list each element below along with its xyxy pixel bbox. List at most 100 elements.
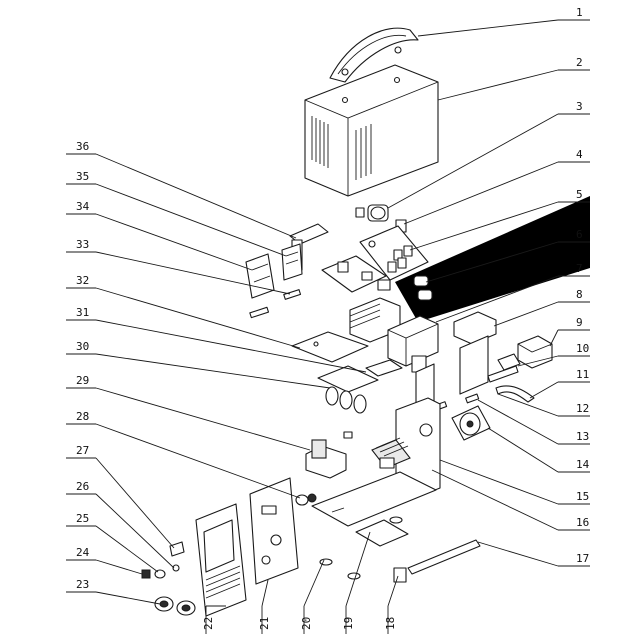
callout-13: 13 (477, 399, 590, 445)
callout-number: 33 (76, 238, 89, 251)
callout-leader (95, 493, 175, 569)
callout-number: 36 (76, 140, 89, 153)
callout-7: 7 (435, 262, 590, 323)
callout-30: 30 (66, 340, 331, 389)
part-18-connector (393, 567, 407, 583)
callout-leader (95, 525, 159, 573)
callout-number: 29 (76, 374, 89, 387)
part-5-pcb (359, 225, 429, 281)
callout-leader (95, 423, 301, 499)
part-3-component (355, 204, 389, 222)
callout-33: 33 (66, 238, 291, 295)
callout-1: 1 (417, 6, 590, 37)
callout-17: 17 (477, 541, 590, 567)
callout-20: 20 (300, 559, 325, 634)
callout-6: 6 (425, 228, 590, 283)
part-29-inductor (305, 431, 353, 479)
callout-number: 3 (576, 100, 583, 113)
part-11-cable (495, 385, 535, 403)
callout-14: 14 (487, 427, 590, 473)
callout-leader (95, 153, 297, 239)
part-14-fan (451, 405, 491, 441)
part-27-label (169, 541, 185, 557)
callout-number: 6 (576, 228, 583, 241)
black-banner (395, 196, 590, 322)
part-35-bracket (281, 243, 303, 281)
callout-15: 15 (439, 459, 590, 505)
callout-number: 21 (258, 617, 271, 630)
part-22-front-bezel (195, 503, 247, 617)
callout-leader (435, 275, 559, 323)
callout-number: 35 (76, 170, 89, 183)
part-9-block (517, 335, 553, 369)
callout-leader (95, 287, 301, 349)
callout-leader (493, 301, 559, 327)
callout-number: 8 (576, 288, 583, 301)
callout-leader (439, 459, 559, 505)
callout-28: 28 (66, 410, 301, 499)
part-6-clips (413, 275, 433, 301)
callout-11: 11 (529, 368, 590, 399)
callout-leader (477, 541, 559, 567)
callout-layer: 1234567891011121314151617181920212223242… (66, 6, 590, 634)
callout-number: 22 (202, 617, 215, 630)
callout-leader (345, 531, 371, 607)
callout-number: 7 (576, 262, 583, 275)
callout-number: 27 (76, 444, 89, 457)
part-16-rear-panel (395, 397, 441, 501)
callout-leader (409, 201, 559, 251)
callout-number: 15 (576, 490, 589, 503)
callout-22: 22 (202, 605, 226, 634)
callout-23: 23 (66, 578, 161, 605)
callout-leader (487, 427, 559, 473)
part-19-base (311, 471, 437, 547)
callout-leader (387, 575, 399, 607)
callout-number: 23 (76, 578, 89, 591)
callout-16: 16 (431, 469, 590, 531)
part-26-knob (172, 564, 180, 572)
callout-number: 10 (576, 342, 589, 355)
callout-number: 13 (576, 430, 589, 443)
callout-32: 32 (66, 274, 301, 349)
callout-5: 5 (409, 188, 590, 251)
callout-leader (261, 579, 269, 607)
callout-number: 4 (576, 148, 583, 161)
part-21-front-plate (249, 477, 299, 585)
callout-leader (95, 591, 161, 605)
callout-leader (431, 469, 559, 531)
callout-leader (517, 355, 559, 367)
callout-36: 36 (66, 140, 297, 239)
callout-number: 25 (76, 512, 89, 525)
callout-leader (95, 559, 143, 575)
part-30-capacitor-board (317, 365, 379, 414)
callout-25: 25 (66, 512, 159, 573)
callout-leader (95, 251, 291, 295)
callout-leader (95, 457, 175, 549)
callout-leader (549, 329, 559, 347)
callout-number: 34 (76, 200, 90, 213)
callout-leader (387, 113, 559, 209)
callout-leader (437, 69, 559, 101)
callout-leader (529, 381, 559, 399)
callout-26: 26 (66, 480, 175, 569)
part-control-board (321, 255, 391, 293)
callout-18: 18 (384, 575, 399, 634)
callout-number: 30 (76, 340, 89, 353)
callout-number: 14 (576, 458, 590, 471)
callout-number: 16 (576, 516, 589, 529)
callout-leader (425, 241, 559, 283)
callout-number: 2 (576, 56, 583, 69)
callout-number: 32 (76, 274, 89, 287)
callout-number: 11 (576, 368, 589, 381)
callout-number: 5 (576, 188, 583, 201)
callout-4: 4 (403, 148, 590, 225)
callout-number: 24 (76, 546, 90, 559)
callout-leader (95, 353, 331, 389)
callout-2: 2 (437, 56, 590, 101)
part-heatsink-block (387, 315, 439, 367)
part-20-feet (319, 516, 403, 580)
part-10-plate (487, 353, 521, 383)
callout-19: 19 (342, 531, 371, 634)
callout-number: 17 (576, 552, 589, 565)
